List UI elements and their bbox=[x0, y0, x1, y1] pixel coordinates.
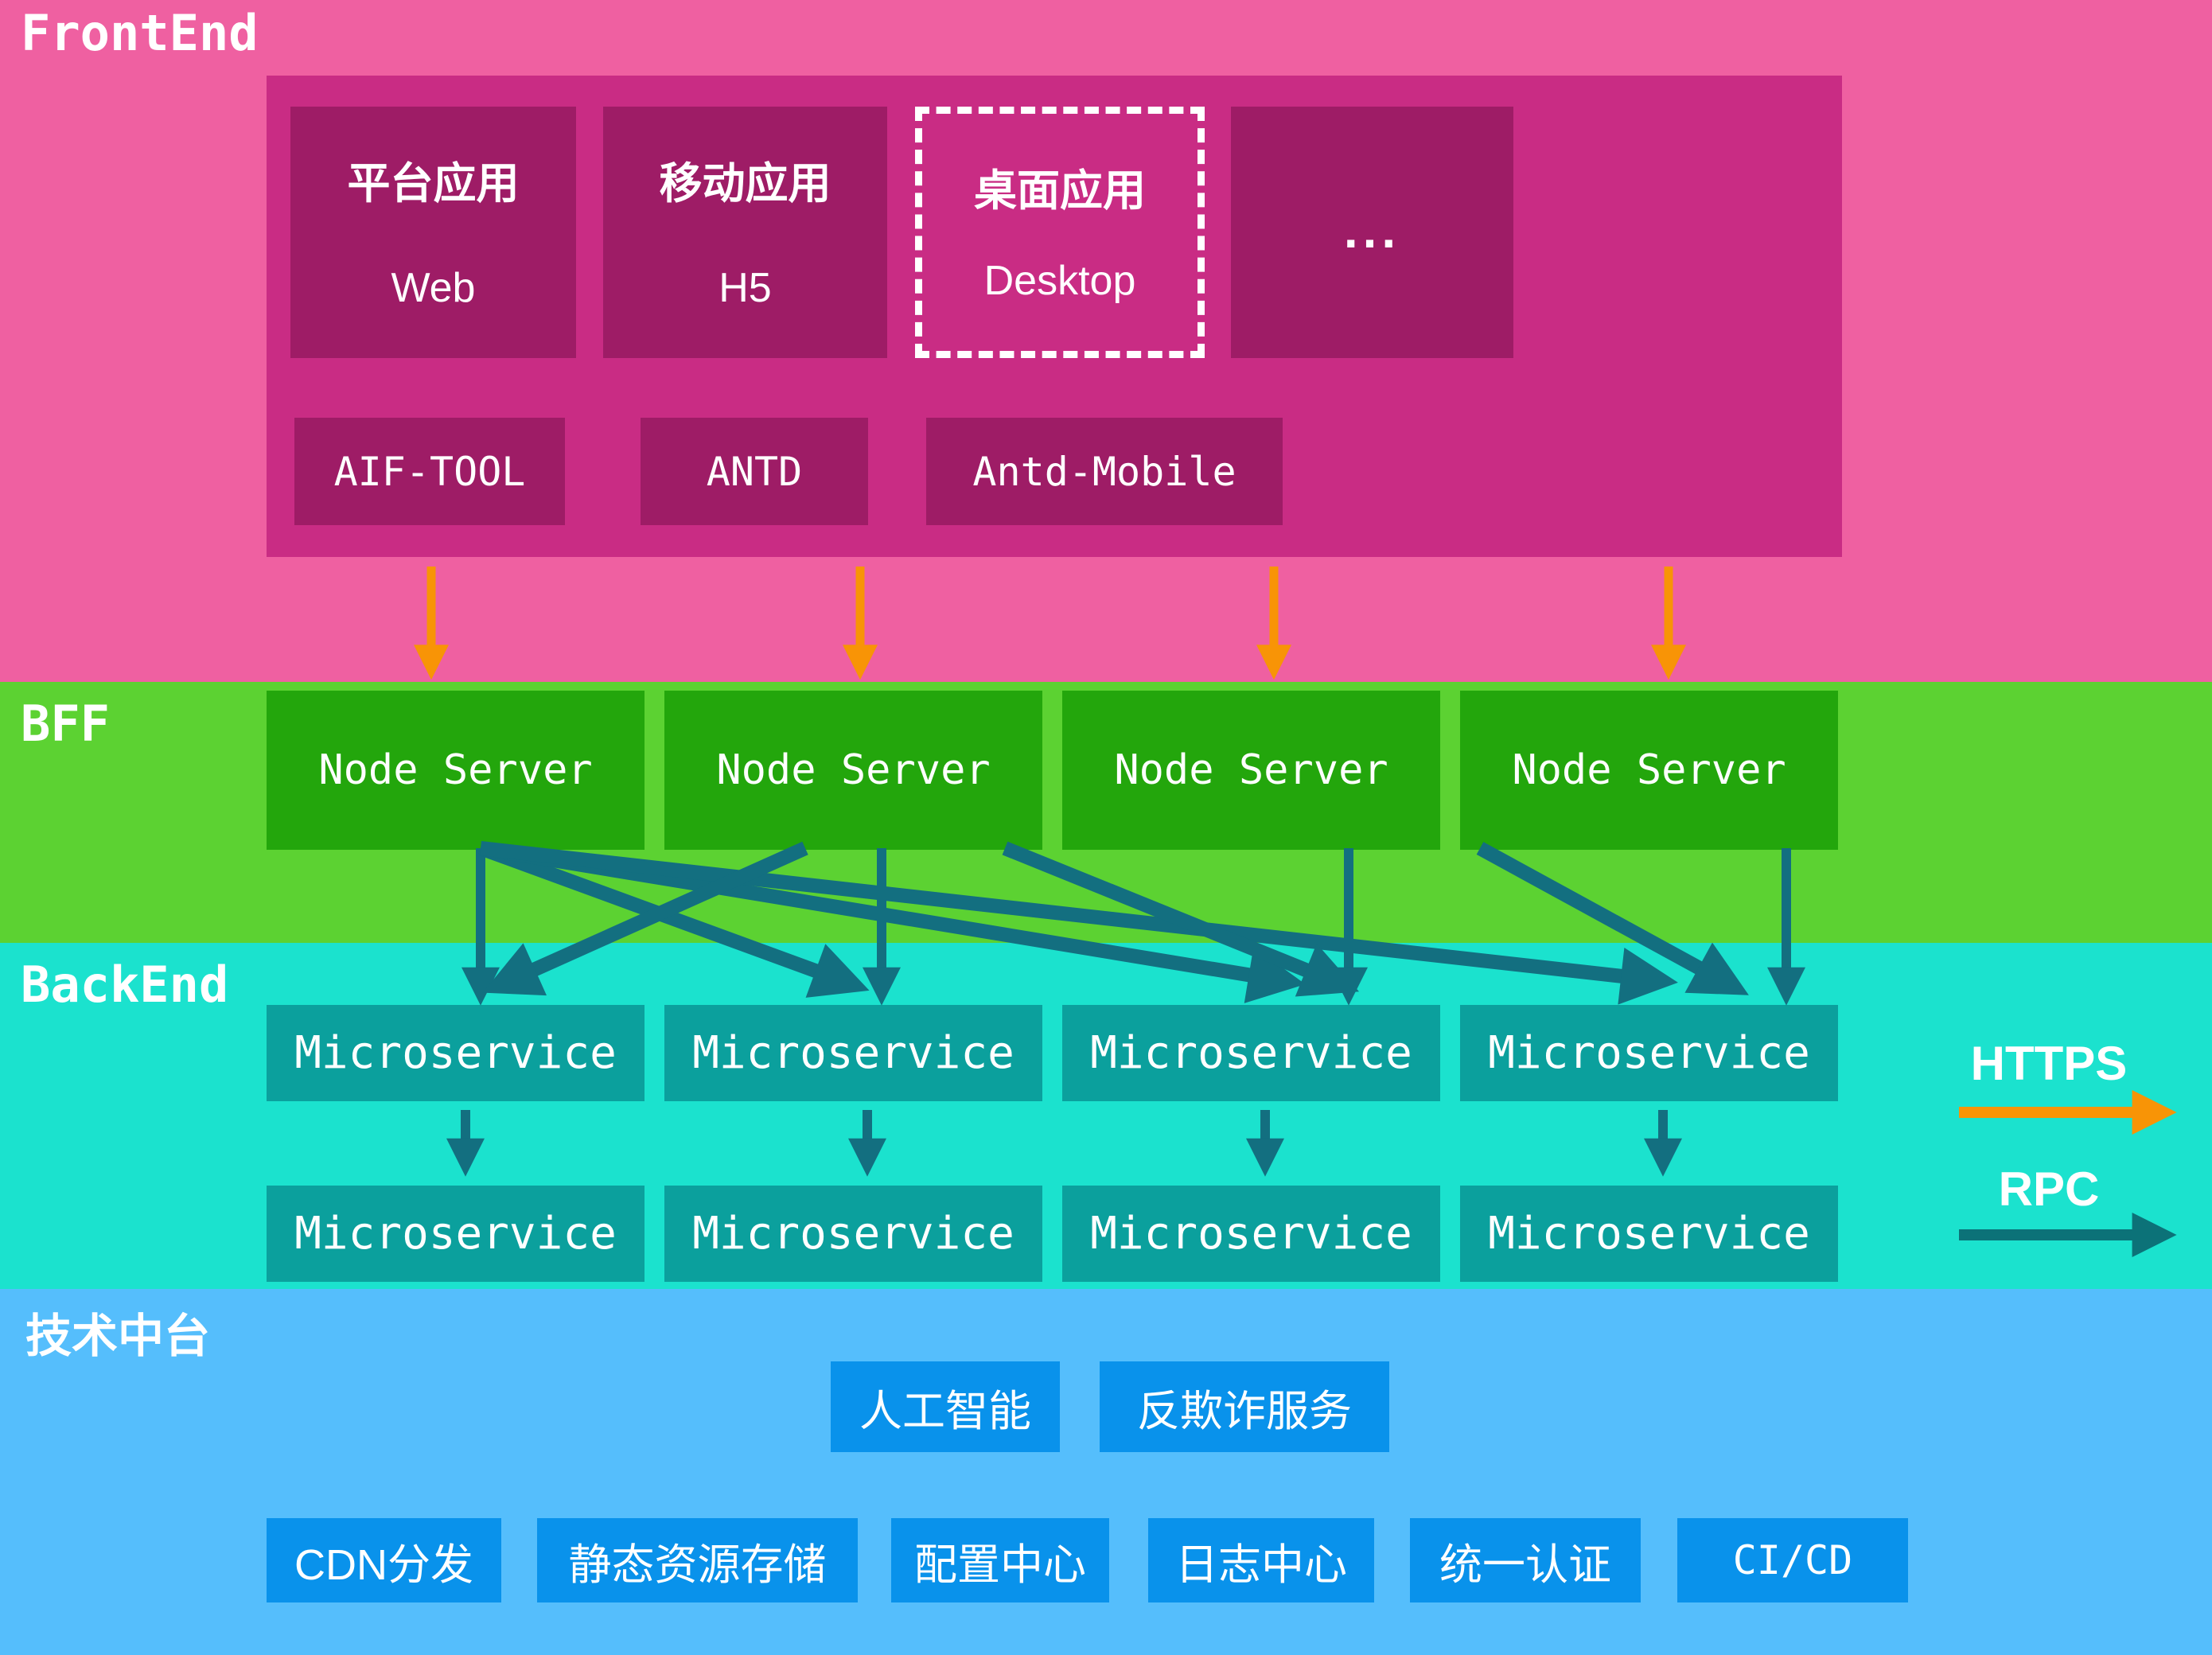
microservice-box: Microservice bbox=[664, 1186, 1042, 1282]
platform-chip-antifraud: 反欺诈服务 bbox=[1100, 1361, 1389, 1452]
backend-label: BackEnd bbox=[21, 956, 229, 1014]
app-title: 桌面应用 bbox=[974, 167, 1146, 215]
node-server-box: Node Server bbox=[1062, 691, 1440, 850]
microservice-box: Microservice bbox=[267, 1005, 645, 1101]
platform-chip-config-center: 配置中心 bbox=[891, 1518, 1109, 1602]
app-title: 平台应用 bbox=[347, 160, 520, 208]
app-title: 移动应用 bbox=[659, 160, 831, 208]
rpc-legend-label: RPC bbox=[1998, 1162, 2100, 1216]
tool-box-aif-tool: AIF-TOOL bbox=[294, 418, 565, 525]
app-box-web: 平台应用 Web bbox=[290, 107, 576, 358]
platform-label: 技术中台 bbox=[25, 1310, 211, 1362]
microservice-box: Microservice bbox=[267, 1186, 645, 1282]
platform-chip-ai: 人工智能 bbox=[831, 1361, 1060, 1452]
bff-label: BFF bbox=[21, 695, 110, 753]
platform-chip-auth: 统一认证 bbox=[1410, 1518, 1641, 1602]
app-subtitle: H5 bbox=[719, 265, 772, 311]
ellipsis-label: ... bbox=[1343, 201, 1401, 259]
node-server-box: Node Server bbox=[267, 691, 645, 850]
microservice-box: Microservice bbox=[1460, 1005, 1838, 1101]
platform-chip-static-storage: 静态资源存储 bbox=[537, 1518, 858, 1602]
tool-box-antd: ANTD bbox=[641, 418, 868, 525]
app-box-h5: 移动应用 H5 bbox=[603, 107, 887, 358]
node-server-box: Node Server bbox=[664, 691, 1042, 850]
tool-box-antd-mobile: Antd-Mobile bbox=[926, 418, 1283, 525]
app-box-desktop: 桌面应用 Desktop bbox=[915, 107, 1205, 358]
microservice-box: Microservice bbox=[1062, 1005, 1440, 1101]
https-legend-label: HTTPS bbox=[1970, 1037, 2128, 1090]
platform-chip-cicd: CI/CD bbox=[1677, 1518, 1908, 1602]
frontend-label: FrontEnd bbox=[21, 4, 259, 62]
microservice-box: Microservice bbox=[1062, 1186, 1440, 1282]
app-subtitle: Desktop bbox=[983, 258, 1136, 304]
platform-chip-log-center: 日志中心 bbox=[1148, 1518, 1374, 1602]
app-box-more: ... bbox=[1231, 107, 1513, 358]
app-subtitle: Web bbox=[391, 265, 476, 311]
microservice-box: Microservice bbox=[1460, 1186, 1838, 1282]
platform-chip-cdn: CDN分发 bbox=[267, 1518, 501, 1602]
node-server-box: Node Server bbox=[1460, 691, 1838, 850]
microservice-box: Microservice bbox=[664, 1005, 1042, 1101]
